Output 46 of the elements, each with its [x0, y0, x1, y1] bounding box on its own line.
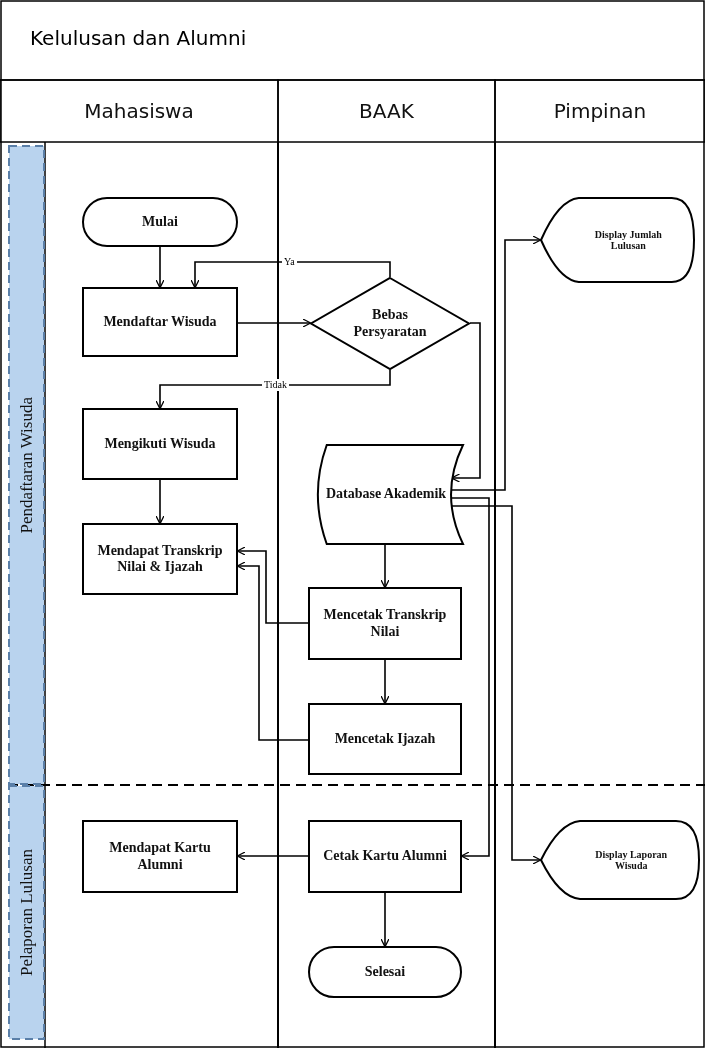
process-box	[82, 287, 238, 357]
node-label: Display Laporan Wisuda	[594, 848, 669, 872]
node-label: Selesai	[363, 963, 407, 981]
node-label: Mencetak Transkrip Nilai	[322, 607, 448, 640]
phase-band	[8, 785, 45, 1040]
lane-title: BAAK	[358, 99, 415, 123]
arrow	[155, 246, 165, 289]
phase-title: Pendaftaran Wisuda	[15, 396, 37, 534]
process-box	[82, 523, 238, 595]
edge-label: Tidak	[262, 379, 289, 391]
node-label: Mendapat Transkrip Nilai & Ijazah	[96, 542, 224, 576]
arrow	[155, 479, 165, 525]
node-label: Display Jumlah Lulusan	[593, 228, 663, 252]
node-label: Mendaftar Wisuda	[102, 313, 218, 331]
node-label: Mengikuti Wisuda	[103, 435, 217, 453]
arrow	[380, 659, 390, 705]
display-shape	[540, 197, 695, 283]
arrow	[380, 892, 390, 948]
edge-label: Ya	[282, 256, 297, 268]
terminator-shape	[308, 946, 462, 998]
process-box	[308, 703, 462, 775]
node-label: Bebas Persyaratan	[352, 307, 428, 340]
phase-title: Pelaporan Lulusan	[15, 849, 37, 976]
diagram-title: Kelulusan dan Alumni	[30, 26, 247, 50]
node-label: Mendapat Kartu Alumni	[108, 840, 212, 873]
process-box	[308, 820, 462, 893]
node-label: Mulai	[141, 213, 179, 231]
arrow	[237, 318, 312, 328]
node-label: Database Akademik	[324, 486, 448, 503]
arrow	[380, 544, 390, 589]
display-shape	[540, 820, 700, 900]
process-box	[82, 820, 238, 893]
lane-header	[495, 80, 705, 142]
node-label: Cetak Kartu Alumni	[322, 848, 448, 865]
lane-header	[278, 80, 495, 142]
phase-band	[8, 145, 45, 785]
arrow	[155, 369, 391, 410]
lane-title: Mahasiswa	[83, 99, 195, 123]
arrow	[190, 261, 391, 289]
process-box	[82, 408, 238, 480]
lane-title: Pimpinan	[552, 99, 648, 123]
process-box	[308, 587, 462, 660]
node-label: Mencetak Ijazah	[333, 730, 437, 748]
terminator-shape	[82, 197, 238, 247]
lane-header	[0, 80, 278, 142]
decision-diamond	[310, 277, 470, 370]
